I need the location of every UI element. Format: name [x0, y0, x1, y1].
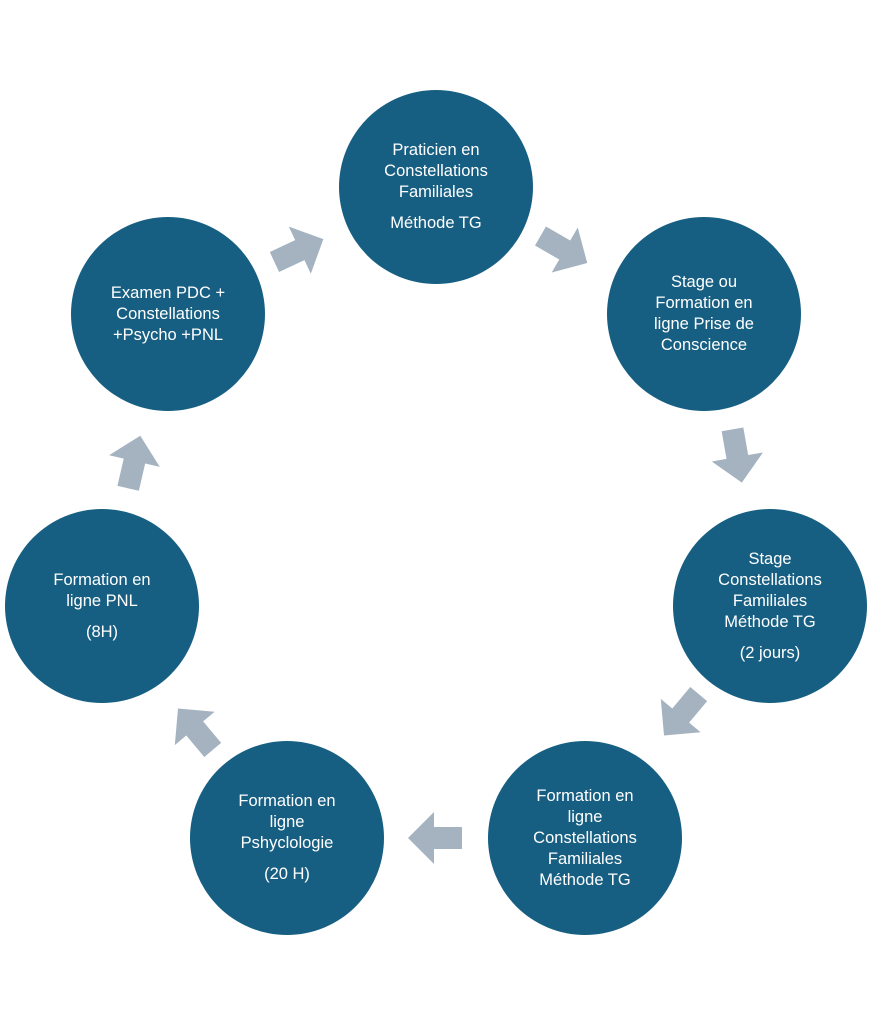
node-formation-pnl-line-1: Formation en — [53, 570, 151, 589]
node-formation-constellations: Formation en ligne Constellations Famili… — [488, 741, 682, 935]
node-formation-pnl: Formation en ligne PNL (8H) — [5, 509, 199, 703]
right-arrow-icon — [406, 808, 466, 868]
node-stage-prise-conscience-line-2: Formation en — [655, 294, 753, 312]
node-stage-constellations-extra: (2 jours) — [739, 643, 801, 662]
node-formation-constellations-line-3: Constellations — [533, 828, 637, 847]
node-praticien-line-1: Praticien en — [392, 141, 480, 159]
right-arrow-icon — [640, 672, 725, 757]
node-stage-constellations-line-2: Constellations — [718, 570, 822, 589]
node-formation-psychologie-line-2: ligne — [269, 813, 305, 831]
node-stage-prise-conscience-line-3: ligne Prise de — [654, 315, 754, 333]
right-arrow-icon — [98, 427, 170, 499]
node-examen-line-3: +Psycho +PNL — [112, 325, 224, 344]
node-formation-pnl-line-2: ligne PNL — [66, 591, 138, 610]
node-stage-constellations-line-3: Familiales — [732, 591, 808, 610]
node-formation-constellations-line-4: Familiales — [547, 849, 623, 868]
node-examen-line-1: Examen PDC + — [110, 283, 226, 302]
node-formation-psychologie-extra: (20 H) — [264, 865, 310, 883]
node-praticien-line-2: Constellations — [384, 162, 488, 180]
node-praticien-line-3: Familiales — [398, 183, 474, 201]
node-examen: Examen PDC + Constellations +Psycho +PNL — [71, 217, 265, 411]
node-praticien-extra: Méthode TG — [390, 214, 482, 232]
node-formation-psychologie: Formation en ligne Pshyclologie (20 H) — [190, 741, 384, 935]
node-stage-constellations-line-1: Stage — [748, 549, 792, 568]
node-stage-constellations: Stage Constellations Familiales Méthode … — [673, 509, 867, 703]
right-arrow-icon — [258, 211, 338, 291]
node-praticien: Praticien en Constellations Familiales M… — [339, 90, 533, 284]
node-stage-prise-conscience-line-1: Stage ou — [670, 273, 738, 291]
node-examen-line-2: Constellations — [116, 304, 220, 323]
node-formation-psychologie-line-1: Formation en — [238, 792, 336, 810]
node-formation-constellations-line-5: Méthode TG — [539, 870, 631, 889]
right-arrow-icon — [522, 208, 604, 290]
node-stage-constellations-line-4: Méthode TG — [724, 612, 816, 631]
right-arrow-icon — [702, 420, 772, 490]
node-formation-constellations-line-2: ligne — [567, 807, 603, 826]
node-stage-prise-conscience: Stage ou Formation en ligne Prise de Con… — [607, 217, 801, 411]
right-arrow-icon — [154, 688, 239, 773]
node-stage-prise-conscience-line-4: Conscience — [660, 336, 748, 354]
node-formation-pnl-extra: (8H) — [85, 622, 119, 641]
node-formation-psychologie-line-3: Pshyclologie — [240, 834, 334, 852]
node-formation-constellations-line-1: Formation en — [536, 786, 634, 805]
